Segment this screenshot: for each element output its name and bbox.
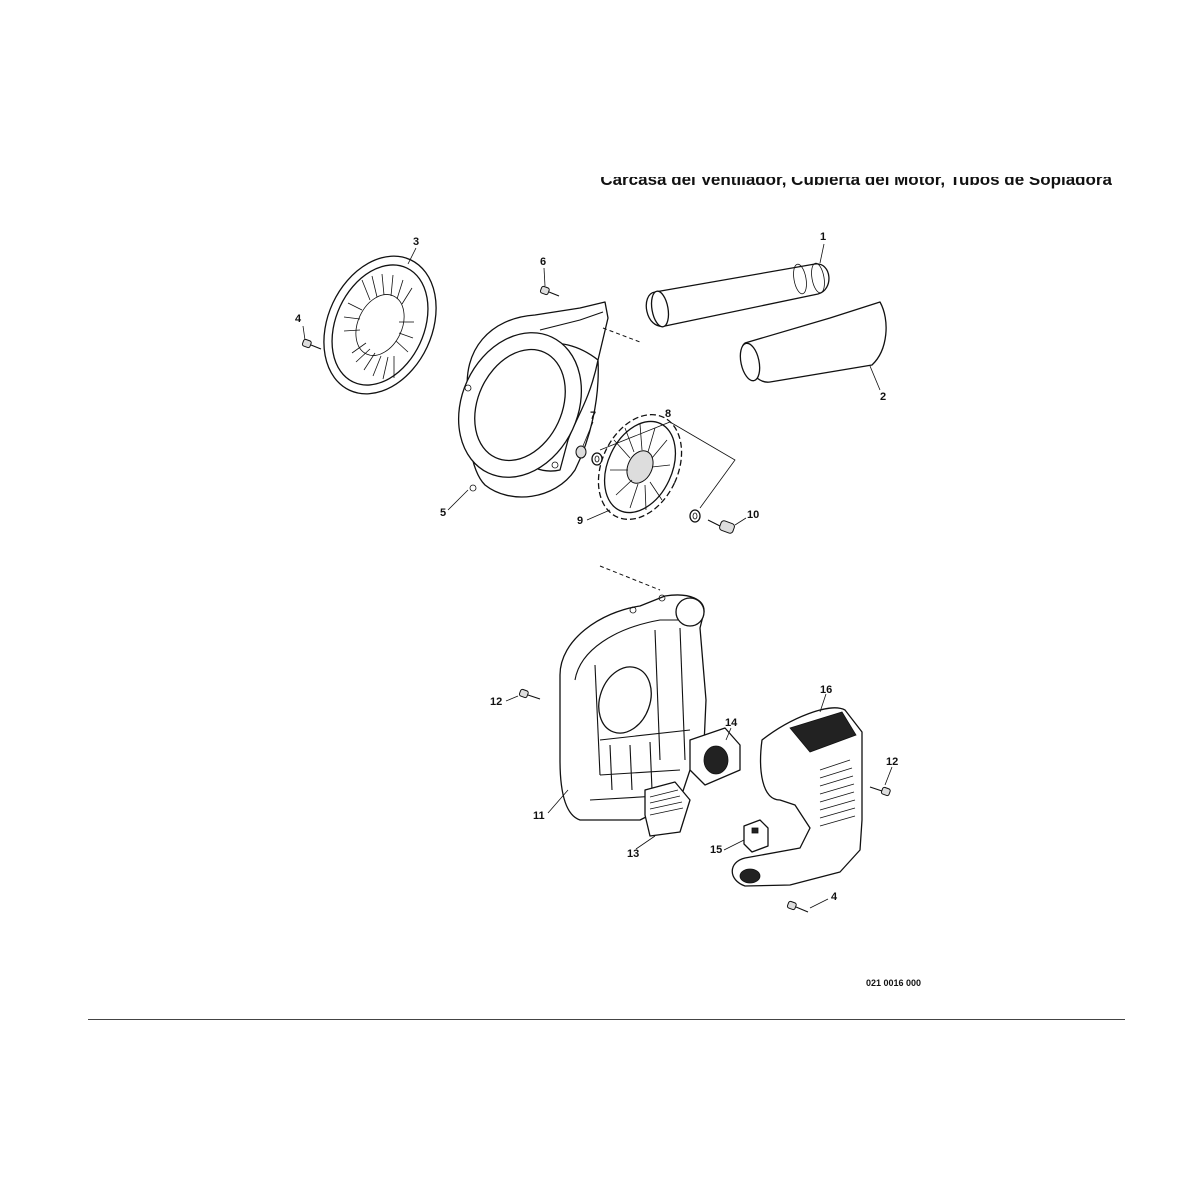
callout-16: 16 bbox=[820, 684, 832, 696]
callout-13: 13 bbox=[627, 848, 639, 860]
washer bbox=[689, 509, 701, 523]
screw-12-left bbox=[518, 688, 541, 700]
callout-12-right: 12 bbox=[886, 756, 898, 768]
callout-4-upper: 4 bbox=[295, 313, 302, 325]
bolt-10 bbox=[707, 519, 735, 534]
callout-6: 6 bbox=[540, 256, 546, 268]
engine-cover bbox=[731, 707, 863, 887]
callout-4-lower: 4 bbox=[831, 891, 838, 903]
diagram-title: Carcasa del Ventilador, Cubierta del Mot… bbox=[600, 170, 1112, 189]
callout-10: 10 bbox=[747, 509, 759, 521]
callout-14: 14 bbox=[725, 717, 738, 729]
nozzle-tube bbox=[739, 301, 887, 383]
spacer-block bbox=[743, 819, 769, 853]
bottom-divider bbox=[88, 1019, 1125, 1020]
fan-wheel bbox=[597, 413, 683, 521]
screw-12-right bbox=[869, 786, 891, 797]
callout-2: 2 bbox=[880, 391, 886, 403]
intake-grille bbox=[323, 255, 437, 395]
callout-5: 5 bbox=[440, 507, 446, 519]
screw-4-lower bbox=[786, 900, 809, 913]
blower-tube bbox=[645, 262, 830, 328]
callout-9: 9 bbox=[577, 515, 583, 527]
callout-8: 8 bbox=[665, 408, 671, 420]
fan-housing bbox=[457, 301, 609, 498]
drawing-code: 021 0016 000 bbox=[866, 978, 922, 988]
kit-bracket-8 bbox=[599, 421, 736, 509]
callout-15: 15 bbox=[710, 844, 722, 856]
callout-labels: 1 2 3 4 5 6 7 8 9 10 11 12 13 14 15 16 1… bbox=[295, 231, 898, 903]
callout-12-left: 12 bbox=[490, 696, 502, 708]
washer bbox=[591, 452, 603, 466]
callout-7: 7 bbox=[590, 410, 596, 422]
callout-3: 3 bbox=[413, 236, 419, 248]
callout-11: 11 bbox=[533, 810, 545, 822]
nut-7 bbox=[575, 445, 587, 459]
rear-housing bbox=[559, 594, 707, 821]
leader-lines bbox=[302, 243, 893, 909]
screw-6 bbox=[539, 285, 560, 297]
seal-block bbox=[689, 727, 741, 786]
screw-4-upper bbox=[301, 338, 322, 350]
callout-1: 1 bbox=[820, 231, 826, 243]
filter-element bbox=[644, 781, 691, 837]
